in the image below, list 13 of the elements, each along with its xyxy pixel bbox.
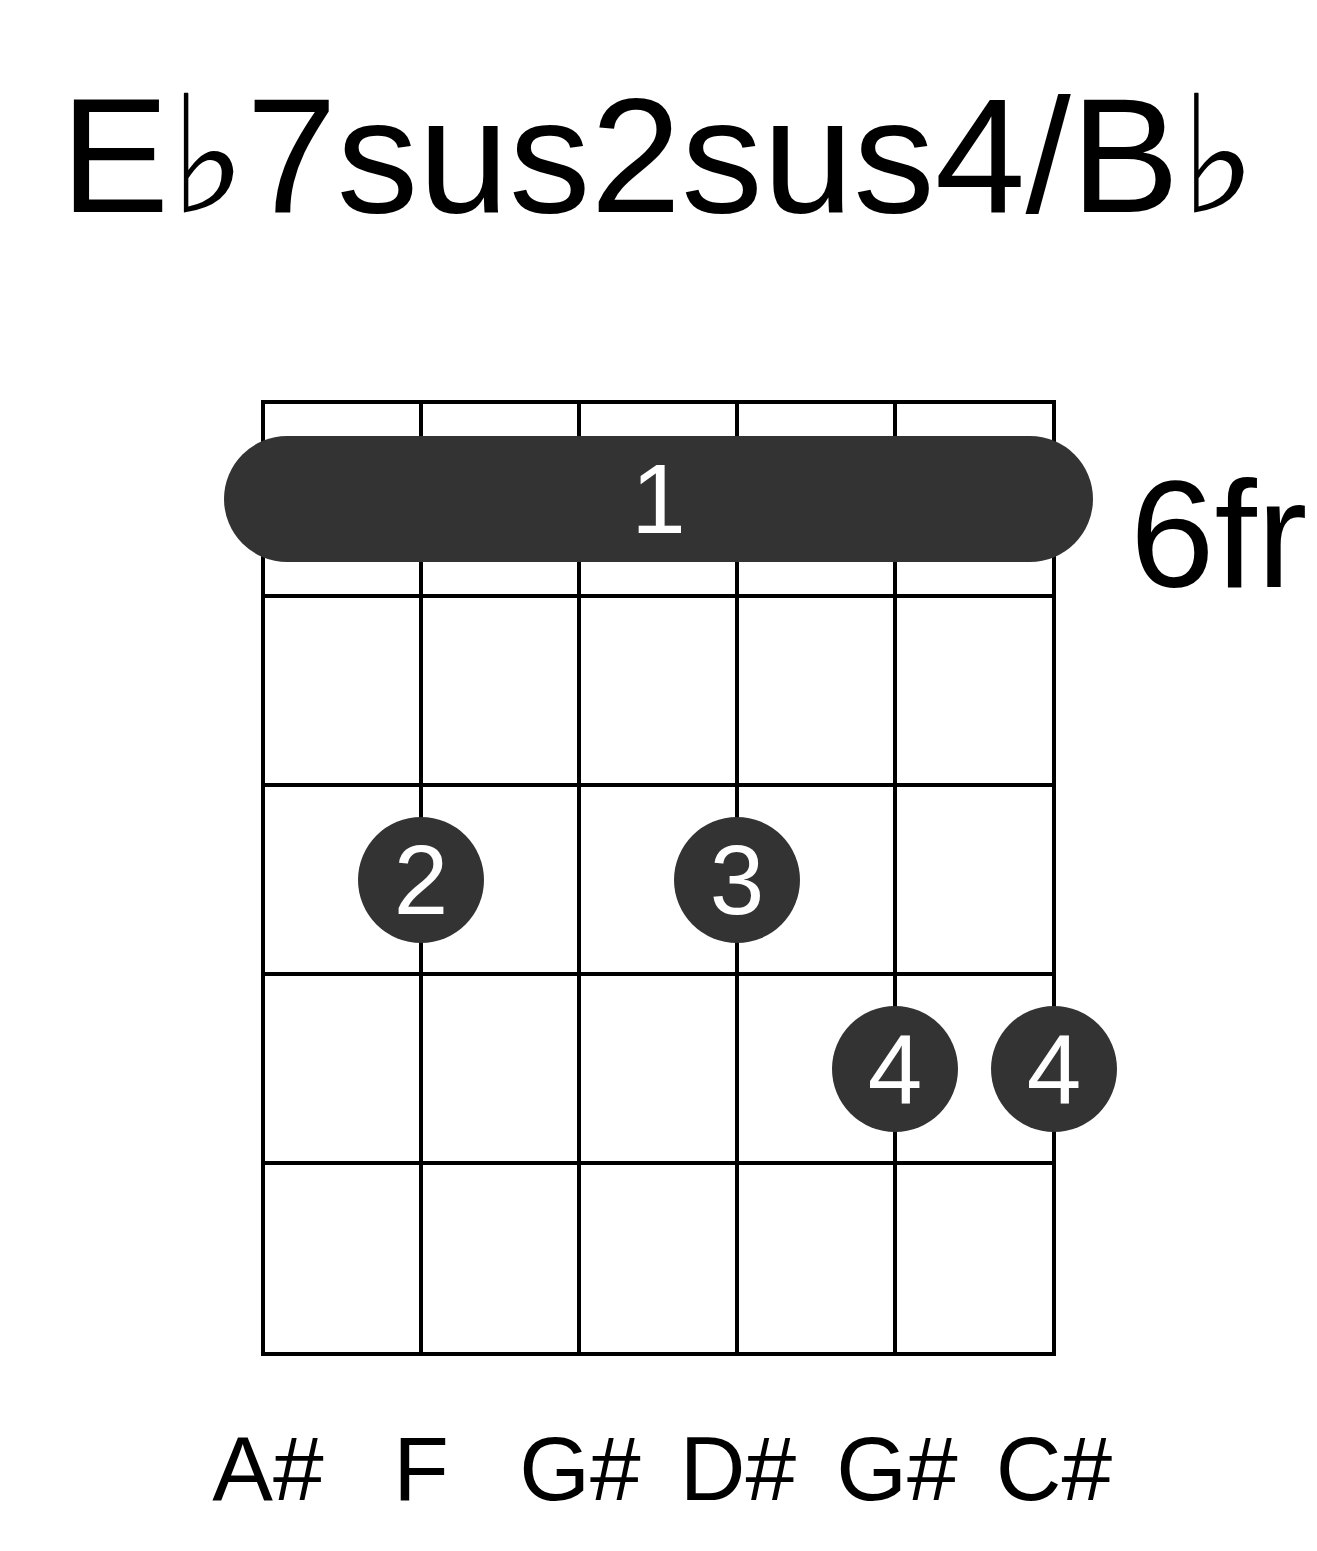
fret-number: 6fr: [1130, 458, 1308, 610]
barre-bar: 1: [224, 436, 1093, 562]
chord-title: E♭7sus2sus4/B♭: [59, 74, 1258, 237]
string-note: G#: [836, 1423, 958, 1514]
finger-dot: 4: [832, 1006, 958, 1132]
string-note: F: [393, 1423, 449, 1514]
finger-dot: 2: [358, 817, 484, 943]
string-note: G#: [519, 1423, 641, 1514]
finger-dot: 4: [991, 1006, 1117, 1132]
string-note: D#: [679, 1423, 797, 1514]
finger-dot: 3: [674, 817, 800, 943]
string-note: A#: [212, 1423, 324, 1514]
string-note: C#: [995, 1423, 1113, 1514]
